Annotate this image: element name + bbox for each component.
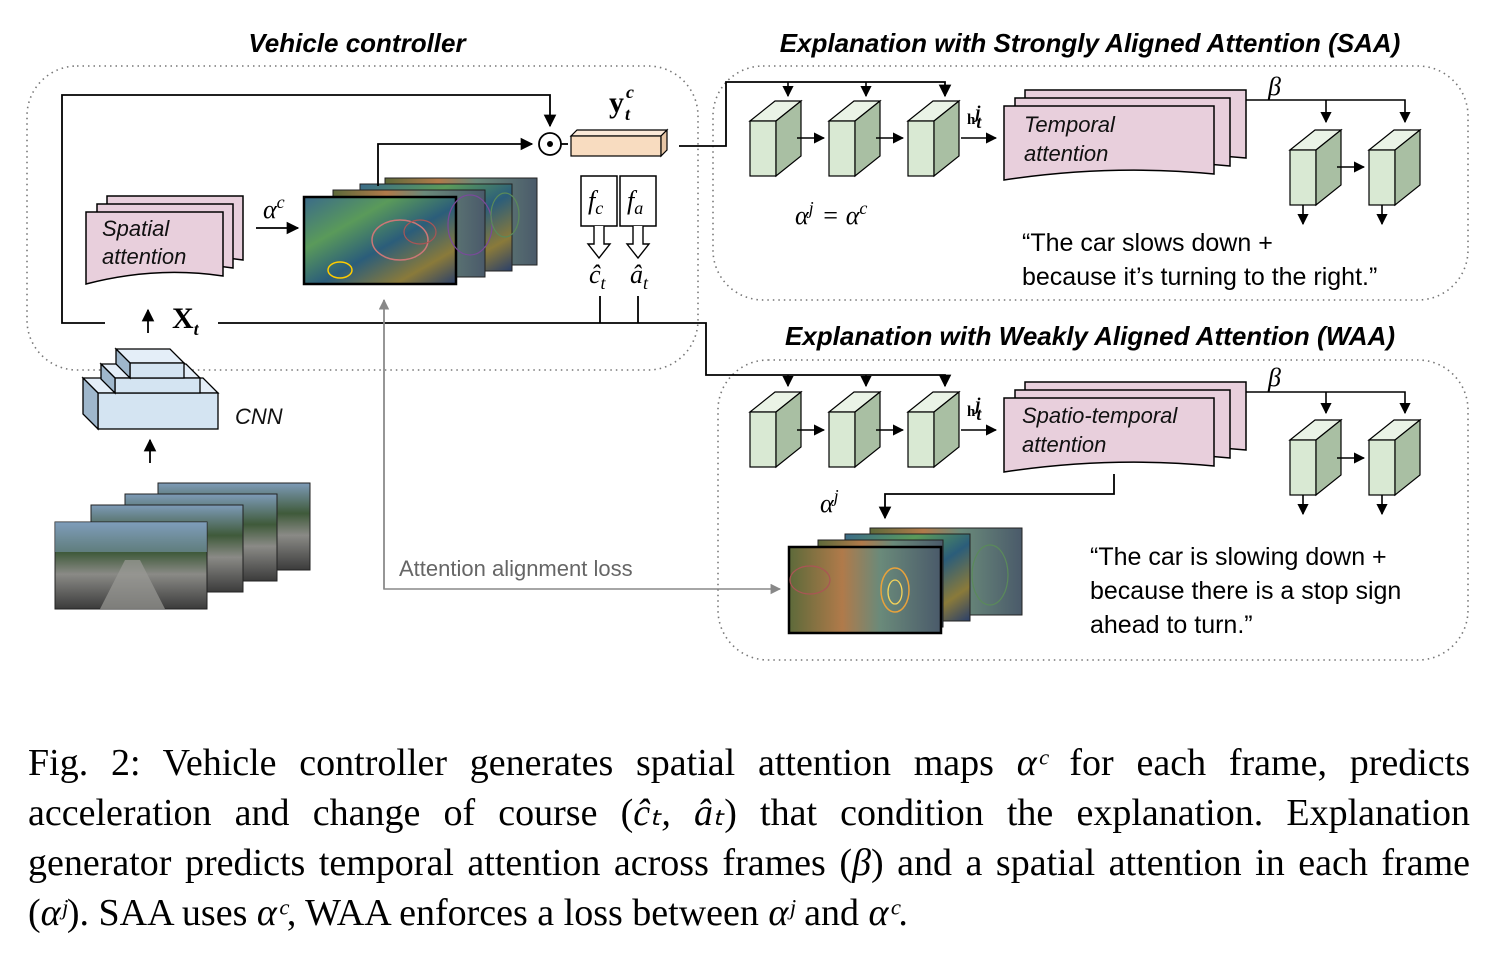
cnn-block: CNN <box>81 347 283 431</box>
vehicle-controller-panel <box>26 65 699 371</box>
saa-encoder-cubes <box>748 99 961 178</box>
fa-label: fa <box>627 186 643 218</box>
alignment-loss-line <box>383 300 782 595</box>
saa-quote-line2: because it’s turning to the right.” <box>1022 263 1377 291</box>
waa-frame-stack <box>787 527 1023 635</box>
waa-encoder-cubes <box>748 390 961 469</box>
x-t-label: Xt <box>172 302 200 339</box>
alpha-j-eq-alpha-c: αj= αc <box>795 198 867 230</box>
vehicle-controller-title: Vehicle controller <box>248 28 467 58</box>
waa-quote-line3: ahead to turn.” <box>1090 611 1253 639</box>
attention-frame-stack <box>302 177 538 286</box>
waa-quote-line1: “The car is slowing down + <box>1090 543 1387 571</box>
temporal-attention-box: Temporal attention <box>1003 89 1247 181</box>
a-hat-label: ât <box>630 260 649 293</box>
temporal-attention-line2: attention <box>1024 141 1108 166</box>
waa-panel <box>717 359 1469 661</box>
attention-to-odot-line <box>377 137 534 186</box>
saa-quote-line1: “The car slows down + <box>1022 229 1273 257</box>
fa-output-arrow <box>625 226 651 260</box>
spatial-attention-line2: attention <box>102 244 186 269</box>
cnn-label: CNN <box>235 404 283 429</box>
waa-alpha-j-label: αj <box>820 486 839 518</box>
spatiotemporal-to-frames-line <box>878 474 1115 520</box>
yt-to-saa-line <box>679 81 952 147</box>
fc-box <box>580 175 618 227</box>
figure-caption: Fig. 2: Vehicle controller generates spa… <box>28 742 1471 934</box>
fc-label: fc <box>588 186 603 218</box>
x-to-odot-line <box>61 94 557 324</box>
saa-h-label: hjt <box>967 102 982 132</box>
saa-title: Explanation with Strongly Aligned Attent… <box>780 28 1401 58</box>
diagram-canvas: Vehicle controller Explanation with Stro… <box>26 28 1469 661</box>
x-to-waa-line <box>218 322 952 388</box>
saa-decoder-cubes <box>1288 128 1422 207</box>
alignment-loss-label: Attention alignment loss <box>399 556 633 581</box>
spatiotemporal-attention-box: Spatio-temporal attention <box>1003 381 1247 473</box>
spatial-attention-box: Spatial attention <box>85 195 244 285</box>
alpha-c-label: αc <box>263 192 285 224</box>
waa-title: Explanation with Weakly Aligned Attentio… <box>785 321 1395 351</box>
spatiotemporal-attention-line1: Spatio-temporal <box>1022 403 1178 428</box>
yt-feature-bar <box>569 128 669 158</box>
waa-beta-label: β <box>1267 363 1281 392</box>
waa-quote-line2: because there is a stop sign <box>1090 577 1401 605</box>
fa-box <box>619 175 657 227</box>
c-hat-label: ĉt <box>589 260 607 293</box>
spatial-attention-line1: Spatial <box>102 216 170 241</box>
fc-output-arrow <box>586 226 612 260</box>
temporal-attention-line1: Temporal <box>1024 112 1116 137</box>
waa-h-label: hjt <box>967 394 982 424</box>
input-frame-stack <box>54 482 311 610</box>
saa-beta-label: β <box>1267 72 1281 101</box>
spatiotemporal-attention-line2: attention <box>1022 432 1106 457</box>
